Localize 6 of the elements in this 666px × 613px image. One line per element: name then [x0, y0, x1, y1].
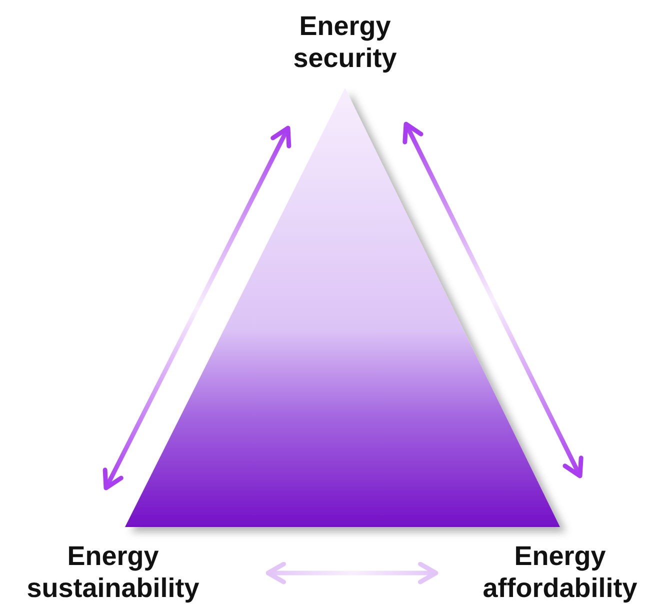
double-arrow — [402, 122, 584, 478]
node-label: Energy affordability — [460, 540, 660, 604]
node-label: Energy sustainability — [8, 540, 218, 604]
double-arrow — [102, 126, 292, 490]
double-arrow — [266, 562, 438, 584]
node-label: Energy security — [270, 10, 420, 74]
